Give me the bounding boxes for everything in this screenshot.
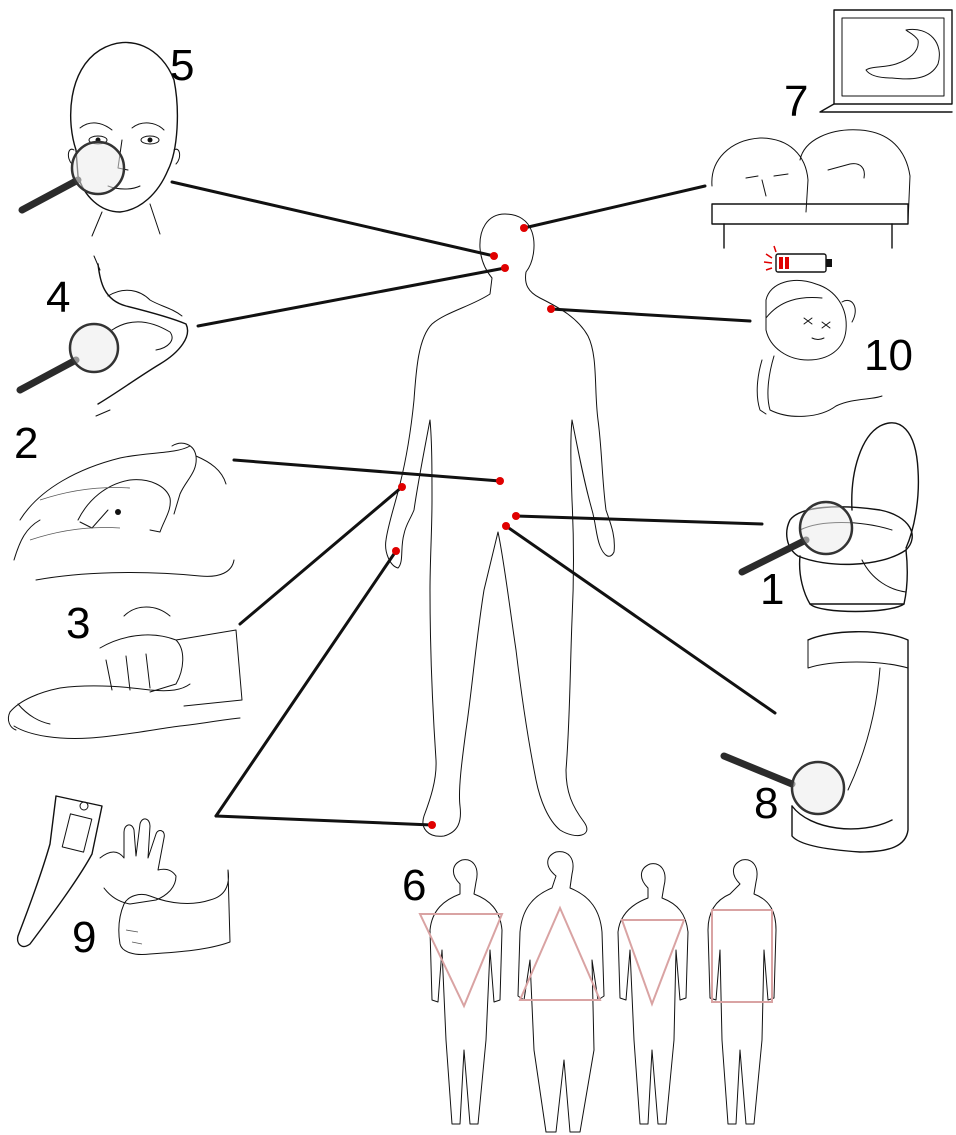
body-type-inverted-triangle bbox=[420, 860, 502, 1124]
illustration-temperature-extremities bbox=[18, 796, 230, 955]
central-body-outline bbox=[386, 214, 615, 836]
label-8: 8 bbox=[754, 779, 778, 828]
leader-9-foot bbox=[216, 816, 432, 825]
marker-head bbox=[520, 224, 528, 232]
magnifier-icon bbox=[724, 756, 844, 814]
marker-hand bbox=[392, 547, 400, 555]
marker-neck bbox=[547, 305, 555, 313]
leader-3-wrist bbox=[240, 487, 402, 624]
illustration-body-types bbox=[420, 852, 776, 1132]
marker-mouth bbox=[501, 264, 509, 272]
marker-groin-1 bbox=[512, 512, 520, 520]
shape-overlay bbox=[520, 908, 600, 1000]
magnifier-icon bbox=[20, 324, 118, 390]
label-9: 9 bbox=[72, 913, 96, 962]
marker-abdomen bbox=[496, 477, 504, 485]
number-labels: 5 7 4 10 2 1 3 8 6 9 bbox=[14, 41, 913, 962]
bed-patient bbox=[712, 130, 910, 248]
hand-outline bbox=[100, 819, 176, 904]
illustration-abdomen-palpation bbox=[14, 443, 234, 580]
leader-lines bbox=[172, 182, 775, 825]
urinal-icon bbox=[792, 632, 908, 852]
label-2: 2 bbox=[14, 419, 38, 468]
magnifier-icon bbox=[742, 502, 852, 572]
leader-8-groin bbox=[506, 526, 775, 713]
label-7: 7 bbox=[784, 77, 808, 126]
illustration-urine-check bbox=[724, 632, 908, 852]
marker-wrist bbox=[398, 483, 406, 491]
leader-10-neck bbox=[551, 309, 750, 321]
leader-4-mouth bbox=[198, 268, 505, 326]
magnifier-icon bbox=[22, 142, 124, 210]
label-6: 6 bbox=[402, 861, 426, 910]
battery-low-icon bbox=[764, 246, 832, 272]
marker-foot bbox=[428, 821, 436, 829]
illustration-brain-scan bbox=[712, 10, 952, 248]
marker-groin-8 bbox=[502, 522, 510, 530]
leader-1-groin bbox=[516, 516, 762, 524]
monitor-icon bbox=[820, 10, 952, 112]
label-10: 10 bbox=[864, 331, 913, 380]
leader-9-hand bbox=[216, 551, 396, 816]
label-4: 4 bbox=[46, 273, 70, 322]
body-type-triangle bbox=[518, 852, 604, 1132]
illustration-wrist-pulse bbox=[8, 607, 242, 739]
illustration-face-check bbox=[22, 42, 180, 236]
label-3: 3 bbox=[66, 599, 90, 648]
body-type-inverted-triangle-2 bbox=[618, 864, 688, 1124]
marker-face bbox=[490, 252, 498, 260]
body-markers bbox=[392, 224, 555, 829]
leader-7-head bbox=[524, 186, 705, 228]
leader-2-abdomen bbox=[234, 460, 500, 481]
body-type-rectangle bbox=[708, 860, 776, 1124]
leader-5-face bbox=[172, 182, 494, 256]
label-1: 1 bbox=[760, 565, 784, 614]
label-5: 5 bbox=[170, 41, 194, 90]
